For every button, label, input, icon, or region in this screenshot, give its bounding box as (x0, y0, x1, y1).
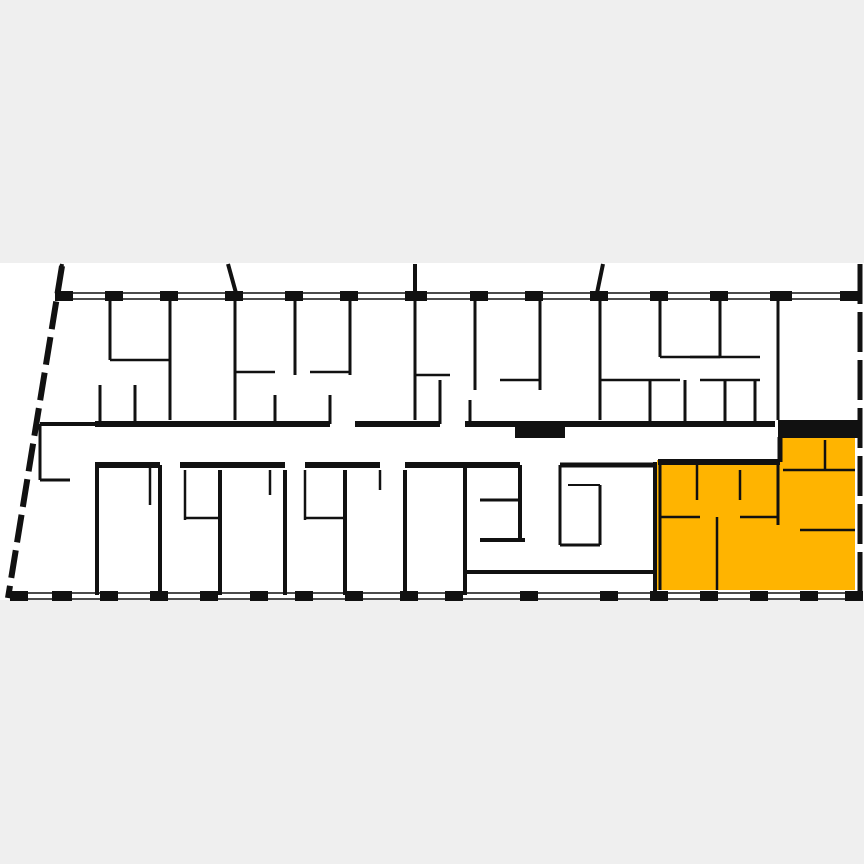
facade-pillar (600, 591, 618, 601)
facade-pillar (340, 291, 358, 301)
facade-pillar (770, 291, 792, 301)
facade-pillar (590, 291, 608, 301)
core-wall (515, 424, 565, 438)
facade-pillar (445, 591, 463, 601)
facade-pillar (840, 291, 858, 301)
facade-pillar (285, 291, 303, 301)
facade-pillar (650, 291, 668, 301)
facade-pillar (400, 591, 418, 601)
facade-pillar (100, 591, 118, 601)
facade-pillar (405, 291, 427, 301)
facade-pillar (200, 591, 218, 601)
facade-pillar (750, 591, 768, 601)
facade-pillar (250, 591, 268, 601)
wall (226, 263, 238, 294)
facade-pillar (55, 291, 73, 301)
walls (5, 263, 863, 601)
facade-pillar (10, 591, 28, 601)
facade-pillar (845, 591, 863, 601)
facade-pillar (52, 591, 72, 601)
facade-pillar (710, 291, 728, 301)
facade-pillar (650, 591, 668, 601)
facade-pillar (525, 291, 543, 301)
facade-pillar (295, 591, 313, 601)
facade-pillar (150, 591, 168, 601)
facade-pillar (105, 291, 123, 301)
facade-pillar (225, 291, 243, 301)
highlighted-apartment[interactable] (657, 437, 855, 590)
facade-pillar (700, 591, 718, 601)
facade-pillar (470, 291, 488, 301)
core-wall (778, 420, 860, 438)
left-facade (5, 265, 65, 599)
facade-pillar (800, 591, 818, 601)
facade-pillar (345, 591, 363, 601)
wall (595, 263, 605, 294)
facade-pillar (160, 291, 178, 301)
facade-pillar (520, 591, 538, 601)
